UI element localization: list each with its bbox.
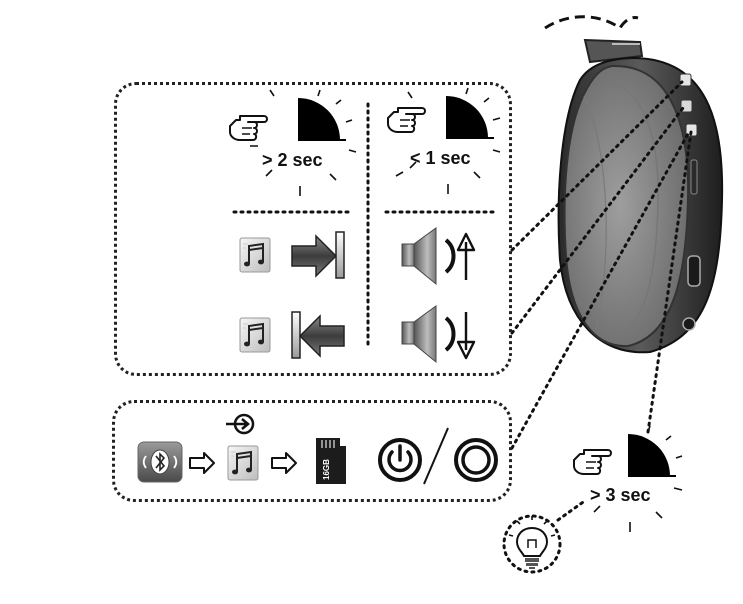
power-mode-panel xyxy=(112,400,512,502)
leader-lines xyxy=(510,80,693,522)
power-on-icon xyxy=(378,438,422,482)
light-bulb-icon xyxy=(502,514,562,574)
next-track-icon xyxy=(291,231,345,279)
press-short-label: < 1 sec xyxy=(410,148,471,168)
micro-sd-icon xyxy=(316,438,346,484)
volume-down-icon xyxy=(401,305,476,364)
panel-top-graphics xyxy=(232,102,500,348)
bluetooth-icon xyxy=(137,441,183,483)
button-functions-panel xyxy=(114,82,512,376)
slash-divider xyxy=(423,427,449,485)
volume-up-icon xyxy=(401,227,476,286)
hand-pointer-icon xyxy=(573,449,612,475)
sd-capacity-label: 16GB xyxy=(322,459,331,480)
timer-quarter-icon xyxy=(250,89,357,196)
timer-quarter-icon xyxy=(395,87,501,194)
arrow-right-icon xyxy=(271,452,297,474)
timer-quarter-icon xyxy=(593,425,683,532)
press-power-label: > 3 sec xyxy=(590,485,651,505)
aux-input-icon xyxy=(226,413,255,435)
arrow-right-icon xyxy=(189,452,215,474)
previous-track-icon xyxy=(291,311,345,359)
power-off-icon xyxy=(454,438,498,482)
headphone-earcup xyxy=(544,15,724,354)
press-long-label: > 2 sec xyxy=(262,150,323,170)
